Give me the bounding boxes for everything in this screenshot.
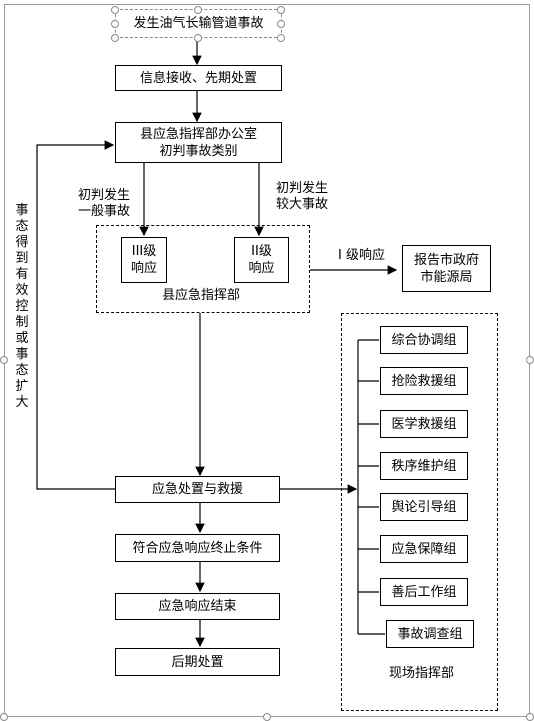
- receive-node: 信息接收、先期处置: [115, 65, 282, 91]
- page-handle[interactable]: [526, 713, 534, 721]
- group-aftermath: 善后工作组: [380, 578, 468, 606]
- group-investigation: 事故调查组: [386, 620, 474, 648]
- page-handle[interactable]: [0, 356, 8, 364]
- report-node: 报告市政府 市能源局: [402, 245, 491, 292]
- level1-response-label: I 级响应: [338, 248, 385, 263]
- branch-general-label: 初判发生 一般事故: [78, 188, 131, 219]
- feedback-loop-line: [36, 140, 115, 490]
- selection-handle[interactable]: [111, 6, 119, 14]
- selection-handle[interactable]: [194, 34, 202, 42]
- county-command-group: [96, 225, 310, 313]
- selection-handle[interactable]: [111, 20, 119, 28]
- level3-response-node: III级 响应: [121, 237, 167, 283]
- group-order: 秩序维护组: [380, 452, 468, 480]
- handling-node: 应急处置与救援: [115, 476, 280, 503]
- end-node: 应急响应结束: [115, 593, 280, 620]
- selection-handle[interactable]: [277, 34, 285, 42]
- feedback-label: 事态得到有效控制或事态扩大: [15, 203, 29, 410]
- group-rescue: 抢险救援组: [380, 367, 468, 395]
- county-command-label: 县应急指挥部: [162, 288, 241, 303]
- county-office-node: 县应急指挥部办公室 初判事故类别: [115, 122, 282, 163]
- selection-handle[interactable]: [111, 34, 119, 42]
- group-medical: 医学救援组: [380, 410, 468, 438]
- branch-major-label: 初判发生 较大事故: [276, 181, 329, 212]
- selection-handle[interactable]: [277, 6, 285, 14]
- group-public-opinion: 舆论引导组: [380, 493, 468, 521]
- page-handle[interactable]: [263, 713, 271, 721]
- page-handle[interactable]: [526, 356, 534, 364]
- group-support: 应急保障组: [380, 535, 468, 563]
- onsite-command-label: 现场指挥部: [389, 666, 455, 681]
- level2-response-node: II级 响应: [234, 237, 289, 283]
- selection-handle[interactable]: [194, 6, 202, 14]
- page-handle[interactable]: [0, 713, 8, 721]
- after-node: 后期处置: [115, 648, 280, 676]
- onsite-command-group: [341, 313, 498, 711]
- selection-handle[interactable]: [277, 20, 285, 28]
- group-coordination: 综合协调组: [380, 326, 468, 354]
- end-condition-node: 符合应急响应终止条件: [115, 534, 280, 562]
